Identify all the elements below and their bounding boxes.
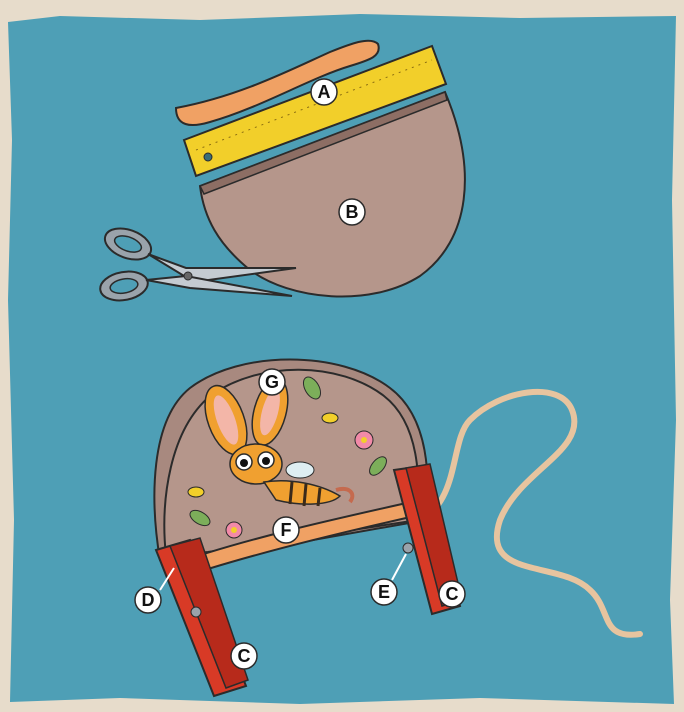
label-c-right: C [446, 584, 459, 604]
label-b-marker: B [339, 199, 365, 225]
label-e: E [378, 582, 390, 602]
label-g: G [265, 372, 279, 392]
label-a: A [318, 82, 331, 102]
label-c-bottom-marker: C [231, 643, 257, 669]
label-f: F [281, 520, 292, 540]
label-a-marker: A [311, 79, 337, 105]
label-d-marker: D [135, 587, 161, 613]
label-f-marker: F [273, 517, 299, 543]
label-b: B [346, 202, 359, 222]
label-g-marker: G [259, 369, 285, 395]
label-c-right-marker: C [439, 581, 465, 607]
label-c-bottom: C [238, 646, 251, 666]
label-e-marker: E [371, 579, 397, 605]
label-d: D [142, 590, 155, 610]
